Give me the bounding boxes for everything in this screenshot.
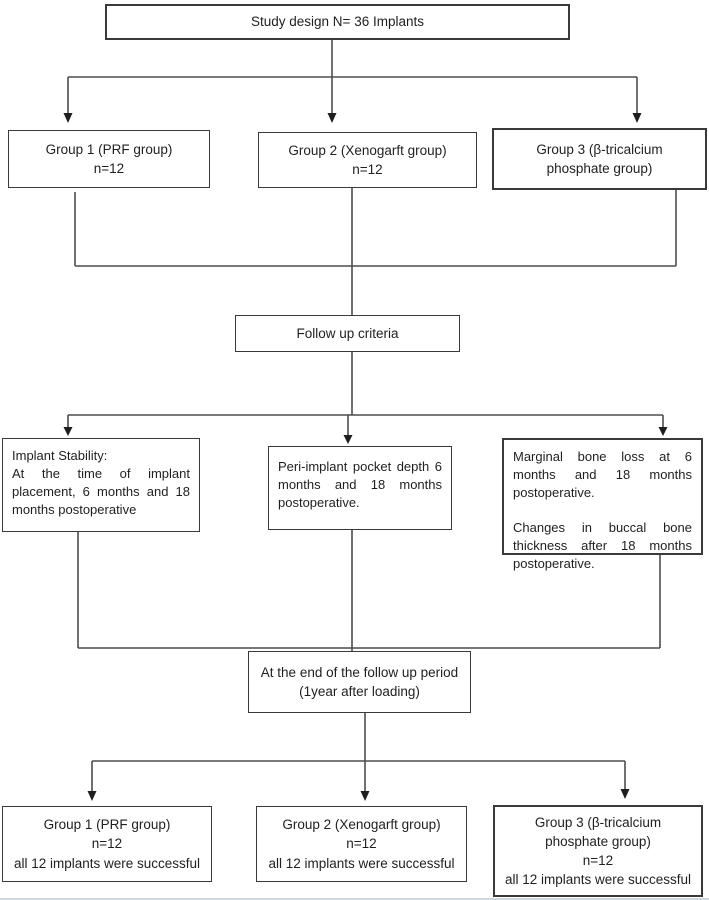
arrowheads — [63, 113, 668, 801]
outcome-group2-name: Group 2 (Xenogarft group) — [282, 817, 441, 833]
outcome-group3-name-line1: Group 3 (β-tricalcium — [534, 814, 662, 830]
pocket-depth-body: Peri-implant pocket depth 6 months and 1… — [278, 459, 442, 510]
outcome-group1-result: all 12 implants were successful — [13, 855, 201, 871]
outcome-group1-box: Group 1 (PRF group) n=12 all 12 implants… — [2, 806, 212, 882]
group1-name: Group 1 (PRF group) — [45, 141, 173, 157]
marginal-bone-loss-para2: Changes in buccal bone thickness after 1… — [513, 519, 692, 571]
study-design-label: Study design N= 36 Implants — [251, 14, 424, 30]
outcome-group1-n: n=12 — [91, 836, 123, 852]
outcome-group3-result: all 12 implants were successful — [504, 872, 692, 888]
outcome-group3-name-line2: phosphate group) — [545, 833, 651, 849]
group3-name-line2: phosphate group) — [546, 161, 653, 176]
marginal-bone-loss-box: Marginal bone loss at 6 months and 18 mo… — [502, 438, 703, 571]
outcome-group1-name: Group 1 (PRF group) — [43, 817, 171, 833]
implant-stability-body: At the time of implant placement, 6 mont… — [12, 465, 190, 517]
flow-lines — [67, 40, 677, 792]
outcome-group2-n: n=12 — [346, 836, 377, 852]
group1-n: n=12 — [93, 161, 125, 176]
end-of-followup-line1: At the end of the follow up period — [260, 664, 459, 680]
group2-n: n=12 — [352, 162, 383, 177]
study-design-box: Study design N= 36 Implants — [105, 4, 570, 40]
group3-box: Group 3 (β-tricalcium phosphate group) — [492, 128, 707, 190]
pocket-depth-box: Peri-implant pocket depth 6 months and 1… — [268, 446, 452, 530]
implant-stability-box: Implant Stability: At the time of implan… — [2, 438, 200, 532]
end-of-followup-line2: (1year after loading) — [299, 684, 420, 699]
follow-up-criteria-box: Follow up criteria — [235, 315, 460, 352]
follow-up-criteria-label: Follow up criteria — [296, 325, 399, 341]
outcome-group3-n: n=12 — [582, 853, 614, 868]
group1-box: Group 1 (PRF group) n=12 — [8, 130, 210, 188]
marginal-bone-loss-para1: Marginal bone loss at 6 months and 18 mo… — [513, 449, 692, 500]
figure-bottom-edge — [0, 898, 709, 900]
group2-name: Group 2 (Xenogarft group) — [288, 142, 447, 158]
end-of-followup-box: At the end of the follow up period (1yea… — [248, 651, 471, 713]
outcome-group3-box: Group 3 (β-tricalcium phosphate group) n… — [493, 805, 703, 897]
group2-box: Group 2 (Xenogarft group) n=12 — [258, 132, 477, 188]
outcome-group2-result: all 12 implants were successful — [268, 855, 455, 871]
group3-name-line1: Group 3 (β-tricalcium — [536, 141, 663, 157]
implant-stability-title: Implant Stability: — [12, 448, 108, 463]
outcome-group2-box: Group 2 (Xenogarft group) n=12 all 12 im… — [256, 806, 467, 882]
